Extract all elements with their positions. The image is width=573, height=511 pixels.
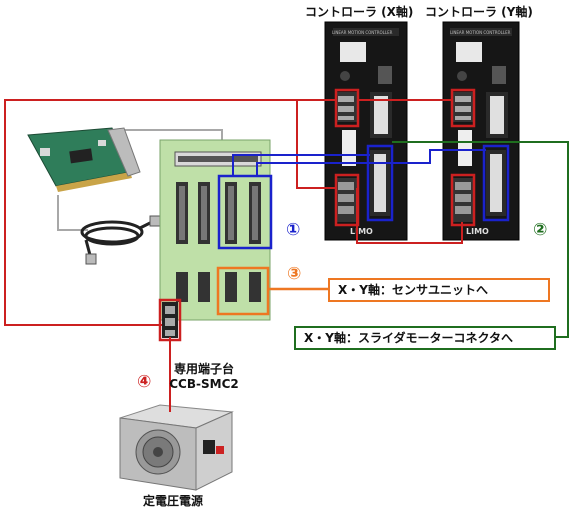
blue-cables bbox=[232, 149, 486, 176]
terminal-board-label-line1: 専用端子台 bbox=[173, 362, 234, 376]
interface-cable-image bbox=[80, 220, 153, 256]
red-connector-boxes bbox=[158, 88, 476, 342]
blue-connector-boxes bbox=[217, 144, 510, 250]
cable-connector-a bbox=[149, 215, 161, 227]
sensor-callout: X・Y軸：センサユニットへ bbox=[328, 278, 550, 302]
pci-board-image bbox=[27, 127, 141, 192]
marker-1: ① bbox=[286, 220, 301, 240]
power-supply-image bbox=[119, 404, 234, 491]
controller-x-image: LIMO LINEAR MOTION CONTROLLER bbox=[324, 21, 408, 241]
slider-callout: X・Y軸：スライダモーターコネクタへ bbox=[294, 326, 556, 350]
marker-3: ③ bbox=[287, 264, 302, 284]
terminal-board-label: 専用端子台 CCB-SMC2 bbox=[164, 360, 244, 391]
marker-4: ④ bbox=[137, 372, 152, 392]
power-supply-label: 定電圧電源 bbox=[142, 494, 203, 508]
controller-x-brand: LIMO bbox=[350, 227, 373, 236]
controller-y-brand: LIMO bbox=[466, 227, 489, 236]
orange-connector-box bbox=[216, 266, 328, 316]
controller-x-panel-header: LINEAR MOTION CONTROLLER bbox=[332, 30, 393, 35]
controller-y-image: LIMO LINEAR MOTION CONTROLLER bbox=[442, 21, 520, 241]
green-cables bbox=[392, 141, 569, 338]
red-power-wires bbox=[4, 99, 463, 412]
cable-connector-b bbox=[85, 253, 97, 265]
terminal-board-image bbox=[159, 139, 271, 338]
terminal-board-label-line2: CCB-SMC2 bbox=[169, 377, 239, 391]
controller-y-panel-header: LINEAR MOTION CONTROLLER bbox=[450, 30, 511, 35]
marker-2: ② bbox=[533, 220, 548, 240]
controller-y-title: コントローラ (Y軸) bbox=[425, 5, 533, 19]
controller-x-title: コントローラ (X軸) bbox=[305, 5, 414, 19]
